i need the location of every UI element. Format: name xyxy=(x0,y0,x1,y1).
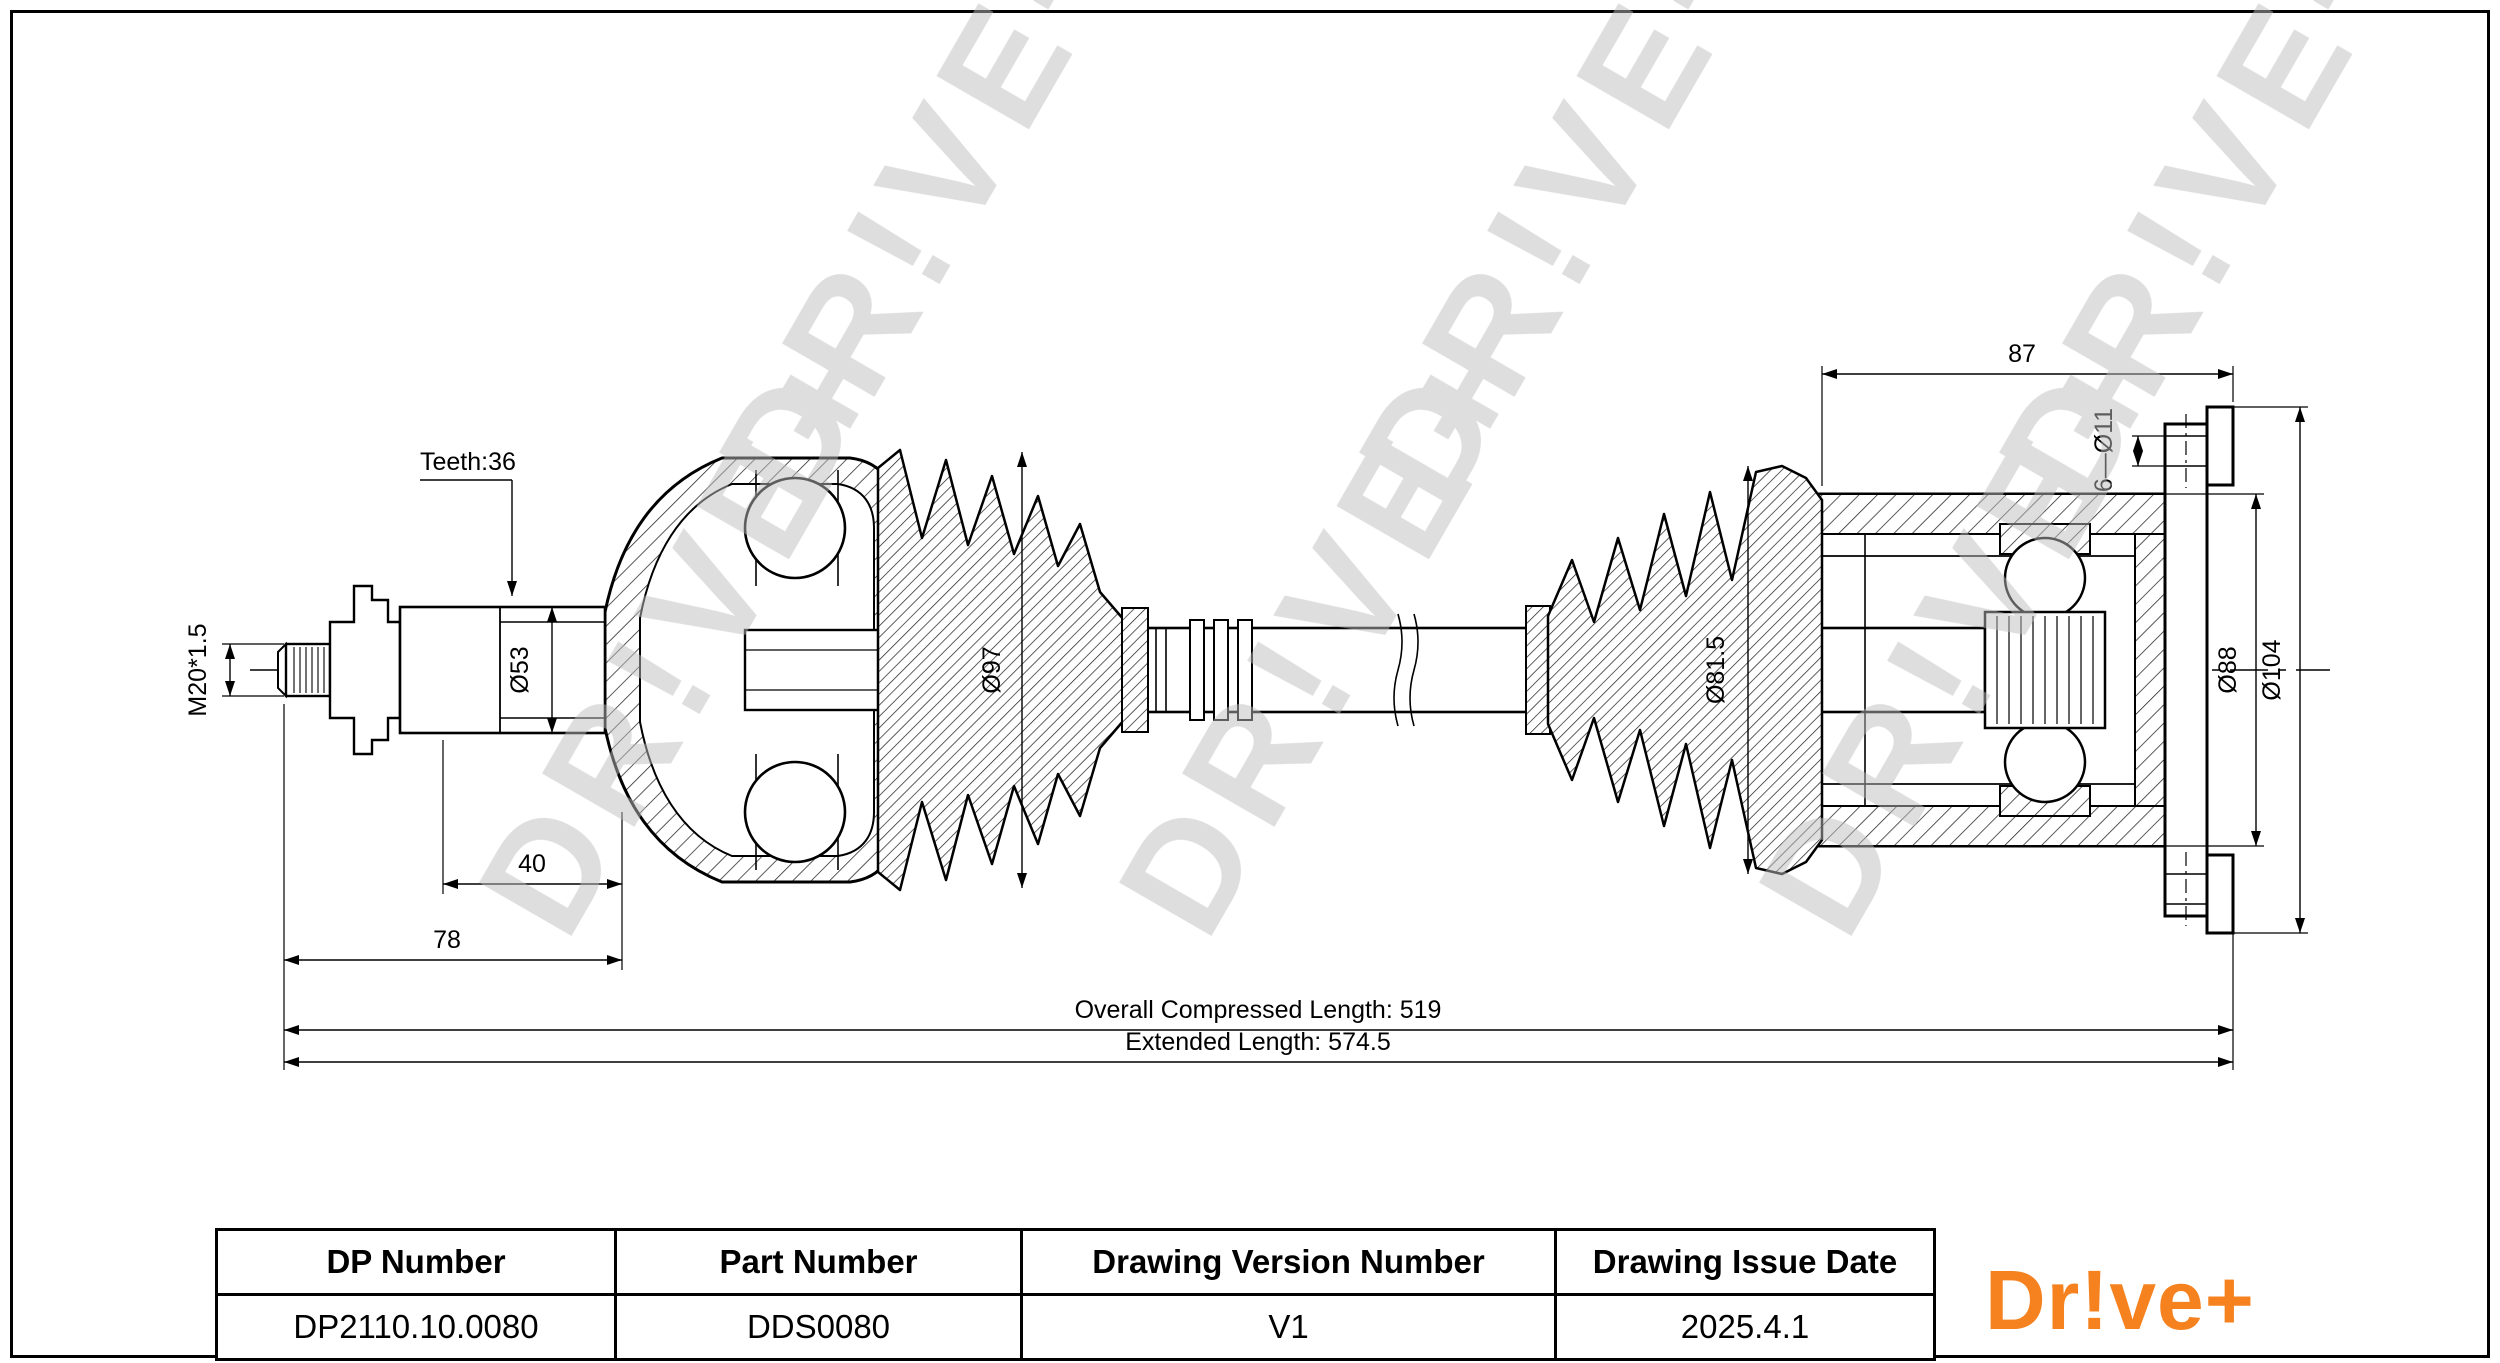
bolt-holes-label: 6—Ø11 xyxy=(2090,408,2118,492)
dim-d88: Ø88 xyxy=(2165,493,2264,847)
lock-nut-block xyxy=(328,584,402,756)
d53-label: Ø53 xyxy=(506,646,534,693)
cv-ball-top xyxy=(743,476,847,580)
thread-label: M20*1.5 xyxy=(184,623,212,716)
brand-logo: Dr!ve+ xyxy=(1985,1253,2255,1347)
inner-cv-joint-details xyxy=(1817,493,2166,847)
threaded-stub xyxy=(277,641,332,699)
dim-teeth: Teeth:36 xyxy=(420,448,517,596)
dim-extended: Extended Length: 574.5 xyxy=(284,1028,2233,1067)
teeth-label: Teeth:36 xyxy=(420,448,516,476)
dim-thread: M20*1.5 xyxy=(184,623,284,717)
boot-left xyxy=(876,448,1149,892)
outer-cv-joint xyxy=(603,456,900,884)
len87-label: 87 xyxy=(2008,340,2036,368)
d97-label: Ø97 xyxy=(978,646,1006,693)
len78-label: 78 xyxy=(433,926,461,954)
watermark-text: DR!VE+ xyxy=(1325,0,1803,531)
dim-overall-compressed: Overall Compressed Length: 519 xyxy=(284,933,2234,1070)
dim-40: 40 xyxy=(442,740,623,970)
shaft-break-marks xyxy=(1393,613,1419,727)
overall-compressed-label: Overall Compressed Length: 519 xyxy=(1075,996,1442,1024)
d81-5-label: Ø81.5 xyxy=(1702,636,1730,704)
extended-label: Extended Length: 574.5 xyxy=(1125,1028,1391,1056)
header-drawing-version-number: Drawing Version Number xyxy=(1020,1228,1557,1296)
header-part-number: Part Number xyxy=(614,1228,1023,1296)
title-block: DP Number Part Number Drawing Version Nu… xyxy=(215,1228,1936,1361)
value-part-number: DDS0080 xyxy=(614,1293,1023,1361)
value-drawing-version-number: V1 xyxy=(1020,1293,1557,1361)
d104-label: Ø104 xyxy=(2258,639,2286,700)
dim-d53: Ø53 xyxy=(506,607,557,733)
dim-d104: Ø104 xyxy=(2233,406,2308,934)
dim-87: 87 xyxy=(1821,340,2234,486)
header-drawing-issue-date: Drawing Issue Date xyxy=(1554,1228,1936,1296)
len40-label: 40 xyxy=(518,850,546,878)
flange xyxy=(2163,405,2235,935)
dim-bolt-holes: 6—Ø11 xyxy=(2090,408,2165,492)
roller-ball-bottom xyxy=(2003,720,2087,804)
boot-left-clamp xyxy=(1121,607,1149,733)
value-drawing-issue-date: 2025.4.1 xyxy=(1554,1293,1936,1361)
boot-right-clamp xyxy=(1525,605,1551,735)
watermark-text: DR!VE+ xyxy=(685,0,1163,531)
d88-label: Ø88 xyxy=(2214,646,2242,693)
dim-d81-5: Ø81.5 xyxy=(1702,466,1753,874)
splined-shaft-left xyxy=(398,605,607,735)
cv-ball-bottom xyxy=(743,760,847,864)
dim-78: 78 xyxy=(283,704,622,1070)
dimensions: M20*1.5 Teeth:36 Ø53 Ø97 Ø81.5 40 xyxy=(184,340,2308,1070)
header-dp-number: DP Number xyxy=(215,1228,617,1296)
value-dp-number: DP2110.10.0080 xyxy=(215,1293,617,1361)
dim-d97: Ø97 xyxy=(978,452,1027,888)
boot-right xyxy=(1525,464,1824,876)
